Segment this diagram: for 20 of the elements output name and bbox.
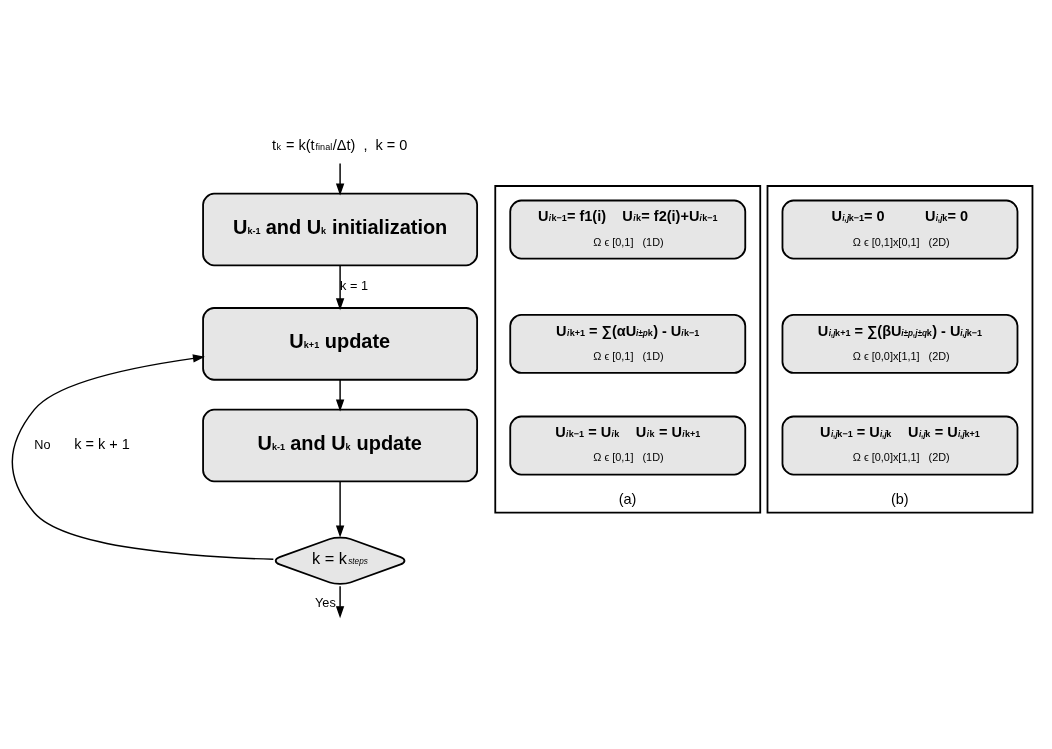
- node-box: Ui,jk+1 = ∑(βUi±p,j±qk) - Ui,jk−1 Ω ϵ [0,0]x[1,1] (2D): [781, 313, 1019, 374]
- arrow: [335, 585, 345, 618]
- edge-label: No: [34, 437, 51, 452]
- node-box: Uik−1= f1(i) Uik= f2(i)+Uik−1 Ω ϵ [0,1] (1D): [509, 199, 747, 259]
- arrow: [335, 264, 345, 310]
- node-box: Uik+1 = ∑(αUi±pk) - Uik−1 Ω ϵ [0,1] (1D): [509, 313, 747, 374]
- edge-label: Yes: [315, 595, 336, 610]
- arrow: [11, 353, 275, 560]
- edge-label: k = 1: [340, 278, 368, 293]
- node-box: Uik−1 = Uik Uik = Uik+1 Ω ϵ [0,1] (1D): [509, 415, 747, 475]
- node-box: Uk-1 and Uk initialization: [202, 192, 479, 266]
- arrow: [335, 162, 345, 196]
- node-box: Ui,jk−1= 0 Ui,jk= 0 Ω ϵ [0,1]x[0,1] (2D): [781, 199, 1019, 259]
- arrow: [335, 378, 345, 412]
- node-box: Uk-1 and Uk update: [202, 408, 479, 482]
- arrow: [335, 480, 345, 537]
- node-box: Uk+1 update: [202, 306, 479, 381]
- node-box: Ui,jk−1 = Ui,jk Ui,jk = Ui,jk+1 Ω ϵ [0,0]x[1,1] (2D): [781, 415, 1019, 475]
- node-text: tk = k(tfinal/Δt) , k = 0: [272, 136, 408, 152]
- label: k = k + 1: [74, 435, 130, 452]
